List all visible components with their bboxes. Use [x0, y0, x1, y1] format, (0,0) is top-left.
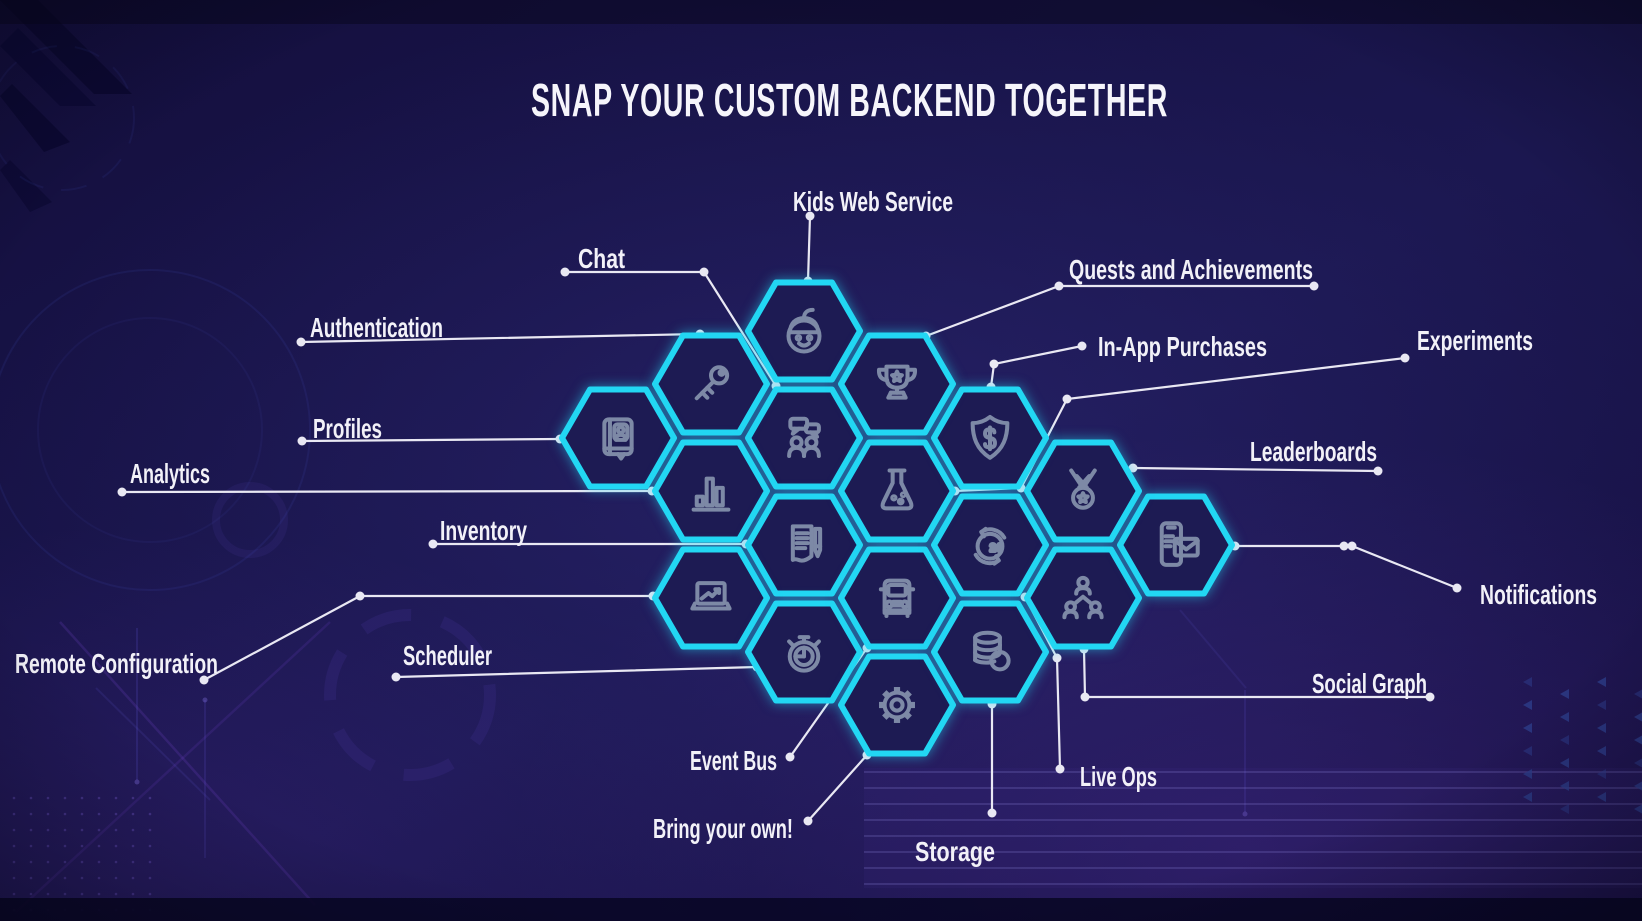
vignette: [0, 0, 1642, 921]
infographic-slide: 24: [0, 0, 1642, 921]
infographic-canvas: 24: [0, 0, 1642, 921]
